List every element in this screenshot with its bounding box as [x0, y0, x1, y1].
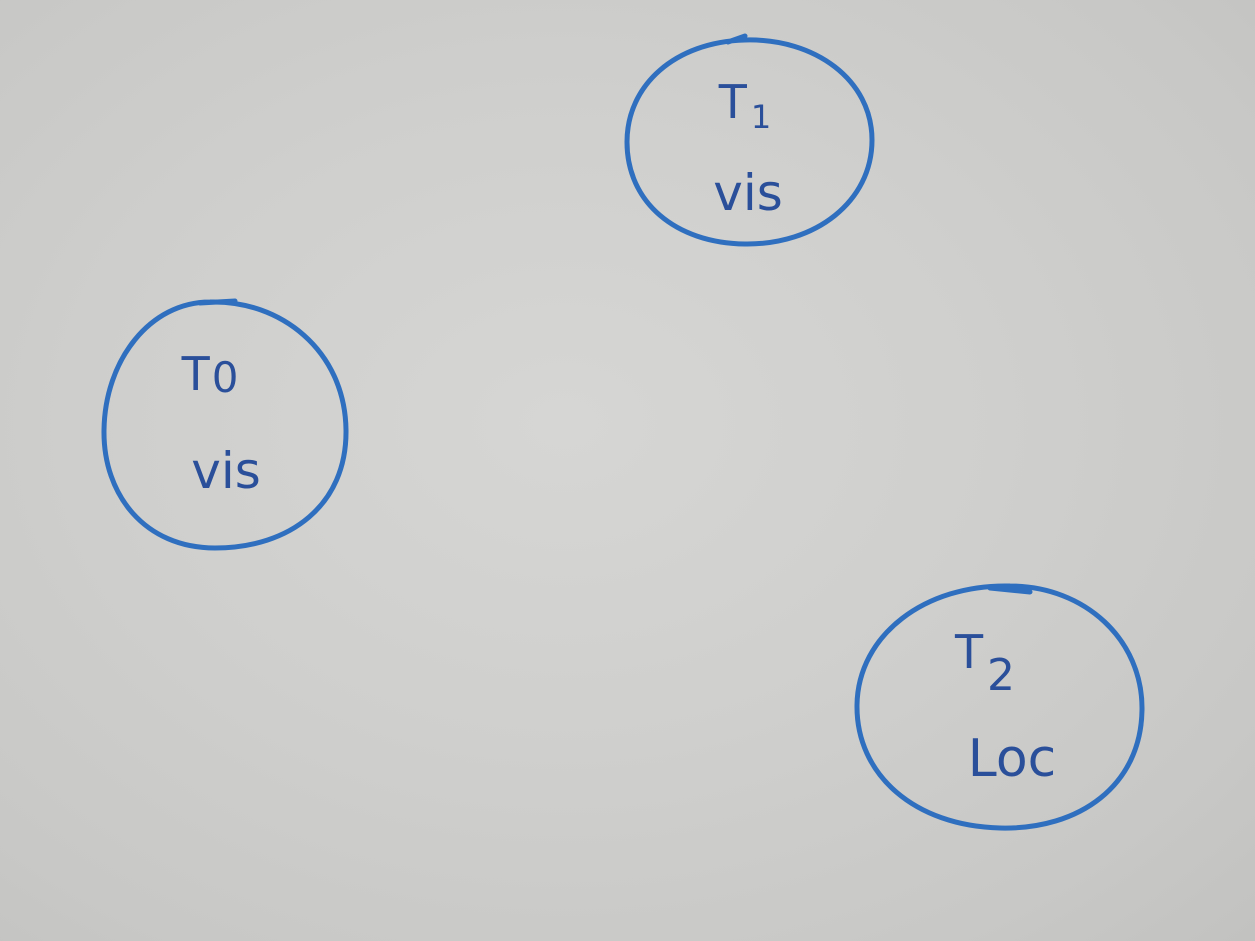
node-t0-label: vis	[191, 442, 261, 500]
node-t0: T0 vis	[101, 298, 349, 551]
node-t1-label: vis	[713, 164, 783, 222]
node-t2-label: Loc	[968, 729, 1056, 789]
node-t2-title: T2	[954, 625, 1015, 701]
node-t0-ring	[101, 298, 349, 551]
node-t2: T2 Loc	[854, 583, 1145, 831]
node-t0-title: T0	[181, 347, 239, 402]
node-t2-ring	[854, 583, 1145, 831]
node-t1-ring	[624, 33, 875, 247]
